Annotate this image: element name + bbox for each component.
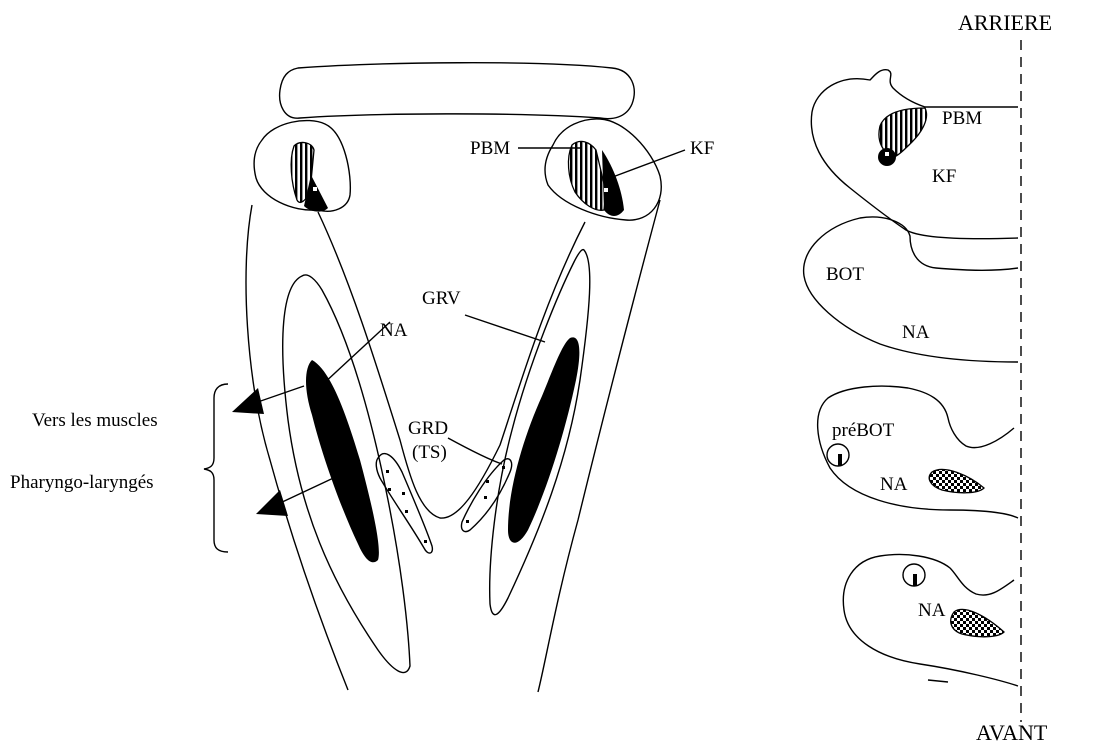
label-prebot: préBOT [832, 420, 895, 441]
right-na-nucleus [508, 337, 579, 542]
grv-leader [465, 315, 545, 342]
section4-mark [913, 574, 917, 586]
muscle-bracket [204, 384, 228, 552]
label-section2-na: NA [902, 322, 930, 343]
label-section3-na: NA [880, 474, 908, 495]
right-kf-nucleus [602, 150, 624, 216]
left-grd-nucleus [376, 454, 432, 554]
arrow-lower-line [278, 474, 342, 504]
arrow-lower-head [256, 490, 288, 516]
label-na: NA [380, 320, 408, 341]
label-section4-na: NA [918, 600, 946, 621]
left-kf-dot [313, 187, 317, 191]
label-bot: BOT [826, 264, 864, 285]
section3-na-nucleus [929, 469, 984, 492]
arrow-upper-head [232, 388, 264, 414]
label-kf: KF [690, 138, 714, 159]
section-kf-nucleus [878, 148, 896, 166]
grd-leader [448, 438, 502, 464]
sagittal-sections [804, 40, 1021, 722]
label-grd: GRD [408, 418, 448, 439]
label-grv: GRV [422, 288, 461, 309]
right-kf-dot [604, 188, 608, 192]
label-section-pbm: PBM [942, 108, 982, 129]
label-pbm: PBM [470, 138, 510, 159]
label-avant: AVANT [976, 720, 1048, 745]
top-band [280, 63, 635, 119]
section4-small-tick [928, 680, 948, 682]
label-section-kf: KF [932, 166, 956, 187]
label-vers-les-muscles: Vers les muscles [32, 410, 158, 431]
section-pbm-kf [811, 70, 1018, 239]
brainstem-dorsal-view [204, 63, 685, 692]
label-arriere: ARRIERE [958, 10, 1052, 35]
right-pbm-nucleus [568, 141, 606, 210]
section-kf-dot [885, 152, 889, 156]
section4-na-nucleus [951, 609, 1004, 636]
kf-leader [610, 150, 685, 178]
left-na-nucleus [306, 360, 379, 562]
label-ts: (TS) [412, 442, 447, 463]
label-pharyngo-larynges: Pharyngo-laryngés [10, 472, 154, 493]
prebot-mark [838, 454, 842, 466]
